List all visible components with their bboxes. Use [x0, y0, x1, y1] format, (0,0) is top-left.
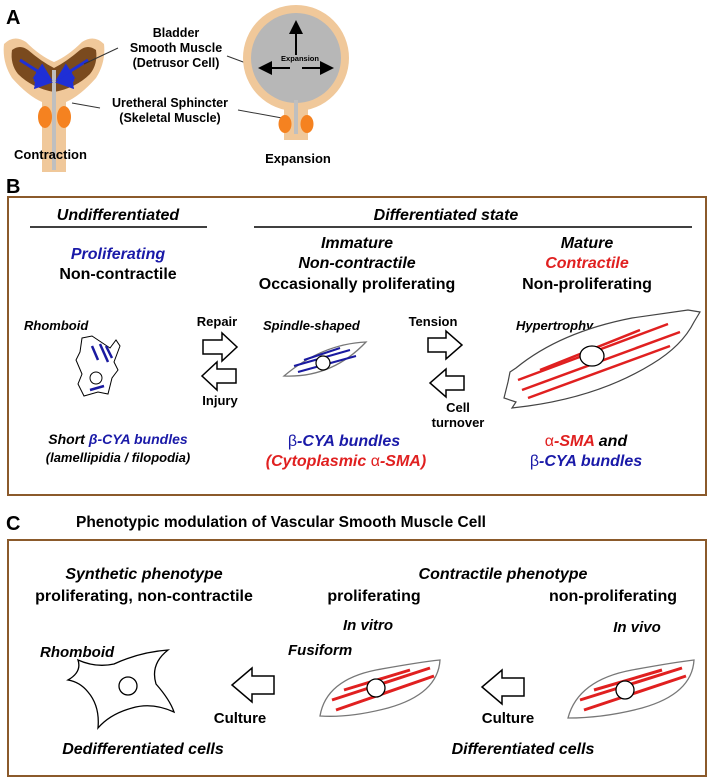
cell-turnover-arrow: [428, 367, 465, 399]
panel-c-frame: [7, 539, 707, 777]
beta-cya-bundles-immature: β-CYA bundles: [288, 433, 400, 450]
lamellipidia-filopodia-label: (lamellipidia / filopodia): [46, 450, 190, 465]
occasionally-proliferating-label: Occasionally proliferating: [259, 276, 456, 293]
differentiated-cells-label: Differentiated cells: [452, 741, 595, 758]
dedifferentiated-cells-label: Dedifferentiated cells: [62, 741, 224, 758]
sphincter-left-b: [278, 115, 292, 133]
contractile-label: Contractile: [545, 255, 629, 272]
bladder-label-1: Bladder: [153, 26, 200, 40]
contracted-bladder-illustration: [3, 38, 105, 172]
contraction-label: Contraction: [14, 147, 87, 162]
tension-label: Tension: [409, 314, 458, 329]
beta-cya-bundles-mature: β-CYA bundles: [530, 453, 642, 470]
rhomboid-label-c: Rhomboid: [40, 644, 115, 661]
spindle-cell: [282, 341, 368, 377]
fusiform-cell-in-vitro: [319, 659, 441, 717]
hypertrophy-cell: [503, 309, 701, 409]
cell-turnover-label-2: turnover: [432, 415, 485, 430]
non-proliferating-label: Non-proliferating: [522, 276, 652, 293]
cytoplasmic-alpha-sma: (Cytoplasmic α-SMA): [266, 453, 426, 470]
injury-label: Injury: [202, 393, 238, 408]
differentiated-header: Differentiated state: [374, 207, 519, 224]
injury-arrow: [200, 360, 237, 392]
bladder-label-2: Smooth Muscle: [130, 41, 222, 55]
culture-label-1: Culture: [214, 710, 267, 727]
bladder-label-3: (Detrusor Cell): [133, 56, 220, 70]
short-beta-cya-bundles: Short β-CYA bundles: [48, 431, 188, 447]
cell-turnover-label-1: Cell: [446, 400, 470, 415]
in-vivo-label: In vivo: [613, 619, 661, 636]
synthetic-sub-label: proliferating, non-contractile: [35, 588, 253, 605]
culture-arrow-1: [230, 666, 275, 704]
culture-arrow-2: [480, 668, 525, 706]
tension-arrow: [427, 329, 464, 361]
hypertrophy-label: Hypertrophy: [516, 318, 594, 333]
culture-label-2: Culture: [482, 710, 535, 727]
expansion-label: Expansion: [265, 151, 331, 166]
immature-label: Immature: [321, 235, 393, 252]
fusiform-label: Fusiform: [288, 642, 352, 659]
panel-a-label: A: [6, 7, 20, 29]
sphincter-right-a: [57, 106, 71, 128]
rhomboid-cell-b: [75, 335, 121, 397]
sphincter-right-b: [300, 115, 314, 133]
sphincter-label-1: Uretheral Sphincter: [112, 96, 228, 110]
non-contractile-label-1: Non-contractile: [59, 266, 176, 283]
in-vitro-label: In vitro: [343, 617, 393, 634]
rhomboid-label-b: Rhomboid: [24, 318, 89, 333]
sphincter-left-a: [38, 106, 52, 128]
fusiform-cell-in-vivo: [567, 659, 695, 719]
panel-b-label: B: [6, 176, 20, 198]
non-proliferating-label-c: non-proliferating: [549, 588, 677, 605]
contractile-phenotype-label: Contractile phenotype: [419, 566, 588, 583]
rhomboid-cell-c: [66, 649, 176, 730]
synthetic-phenotype-label: Synthetic phenotype: [65, 566, 222, 583]
panel-c-title: Phenotypic modulation of Vascular Smooth…: [76, 514, 486, 531]
sphincter-label-2: (Skeletal Muscle): [119, 111, 220, 125]
undifferentiated-header: Undifferentiated: [57, 207, 181, 224]
repair-label: Repair: [197, 314, 237, 329]
non-contractile-label-2: Non-contractile: [298, 255, 415, 272]
expanded-bladder-illustration: [243, 5, 349, 140]
repair-arrow: [202, 331, 239, 363]
expansion-inner-label: Expansion: [281, 54, 319, 63]
proliferating-label-c: proliferating: [327, 588, 420, 605]
alpha-sma-and: α-SMA and: [545, 433, 629, 450]
spindle-label: Spindle-shaped: [263, 318, 361, 333]
proliferating-label: Proliferating: [71, 246, 165, 263]
panel-b-frame: [7, 196, 707, 496]
mature-label: Mature: [561, 235, 614, 252]
panel-c-label: C: [6, 513, 20, 535]
